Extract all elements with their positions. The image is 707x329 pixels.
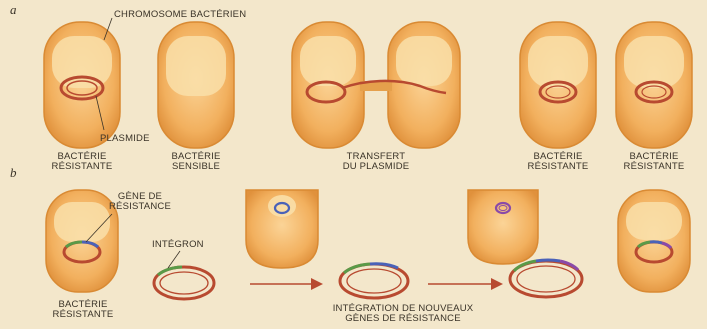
bacterium-partial-2 [468,190,538,264]
label-bacterie-resistante-b: BACTÉRIE RÉSISTANTE [38,300,128,320]
label-transfert-plasmide: TRANSFERT DU PLASMIDE [326,152,426,172]
panel-label-b: b [10,165,17,181]
label-gene-resistance: GÈNE DE RÉSISTANCE [100,192,180,212]
label-bacterie-resistante-2: BACTÉRIE RÉSISTANTE [516,152,600,172]
label-bacterie-sensible: BACTÉRIE SENSIBLE [154,152,238,172]
bacterium-sensible [158,22,234,148]
chromosome-region [52,36,112,88]
integron-ring-2 [340,264,408,298]
bacterium-partial-1 [246,190,318,268]
bacterium-resistant-2 [520,22,596,148]
panel-label-a: a [10,2,17,18]
label-integron: INTÉGRON [152,240,204,250]
bacterium-resistant-1 [44,22,120,148]
label-chromosome: CHROMOSOME BACTÉRIEN [114,10,246,20]
label-bacterie-resistante-3: BACTÉRIE RÉSISTANTE [612,152,696,172]
label-plasmide: PLASMIDE [100,134,150,144]
conjugating-pair [292,22,460,148]
label-integration: INTÉGRATION DE NOUVEAUX GÈNES DE RÉSISTA… [308,304,498,324]
bacterium-resistant-3 [616,22,692,148]
integron-ring-3 [510,260,582,297]
chromosome-region [166,36,226,96]
bacterium-resistant-b-right [618,190,690,292]
integron-ring-1 [154,267,214,299]
label-bacterie-resistante-1: BACTÉRIE RÉSISTANTE [40,152,124,172]
